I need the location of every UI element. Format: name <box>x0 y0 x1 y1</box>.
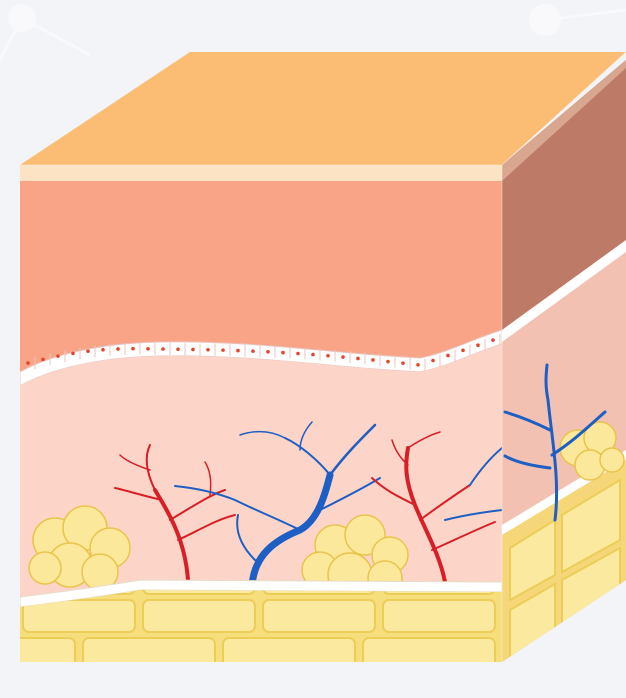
basal-nucleus <box>251 349 255 353</box>
basal-nucleus <box>41 358 45 362</box>
basal-nucleus <box>191 348 195 352</box>
basal-nucleus <box>371 358 375 362</box>
basal-nucleus <box>131 347 135 351</box>
basal-nucleus <box>326 354 330 358</box>
basal-nucleus <box>356 357 360 361</box>
basal-nucleus <box>431 359 435 363</box>
basal-nucleus <box>281 351 285 355</box>
basal-nucleus <box>476 343 480 347</box>
basal-nucleus <box>56 354 60 358</box>
basal-nucleus <box>446 354 450 358</box>
basal-nucleus <box>206 348 210 352</box>
basal-nucleus <box>26 361 30 365</box>
basal-nucleus <box>221 348 225 352</box>
basal-nucleus <box>71 352 75 356</box>
front-face <box>20 165 502 662</box>
basal-nucleus <box>386 360 390 364</box>
basal-nucleus <box>146 347 150 351</box>
basal-nucleus <box>341 355 345 359</box>
basal-nucleus <box>266 350 270 354</box>
basal-nucleus <box>86 349 90 353</box>
side-face <box>502 52 626 698</box>
basal-nucleus <box>236 349 240 353</box>
basal-nucleus <box>461 349 465 353</box>
stratum-corneum <box>20 165 502 181</box>
basal-nucleus <box>161 347 165 351</box>
basal-nucleus <box>176 347 180 351</box>
basal-nucleus <box>311 353 315 357</box>
basal-nucleus <box>296 352 300 356</box>
basal-nucleus <box>116 347 120 351</box>
basal-nucleus <box>491 338 495 342</box>
basal-nucleus <box>101 348 105 352</box>
epidermis <box>20 181 502 372</box>
basal-nucleus <box>416 363 420 367</box>
background-decoration <box>0 4 626 60</box>
basal-nucleus <box>401 361 405 365</box>
